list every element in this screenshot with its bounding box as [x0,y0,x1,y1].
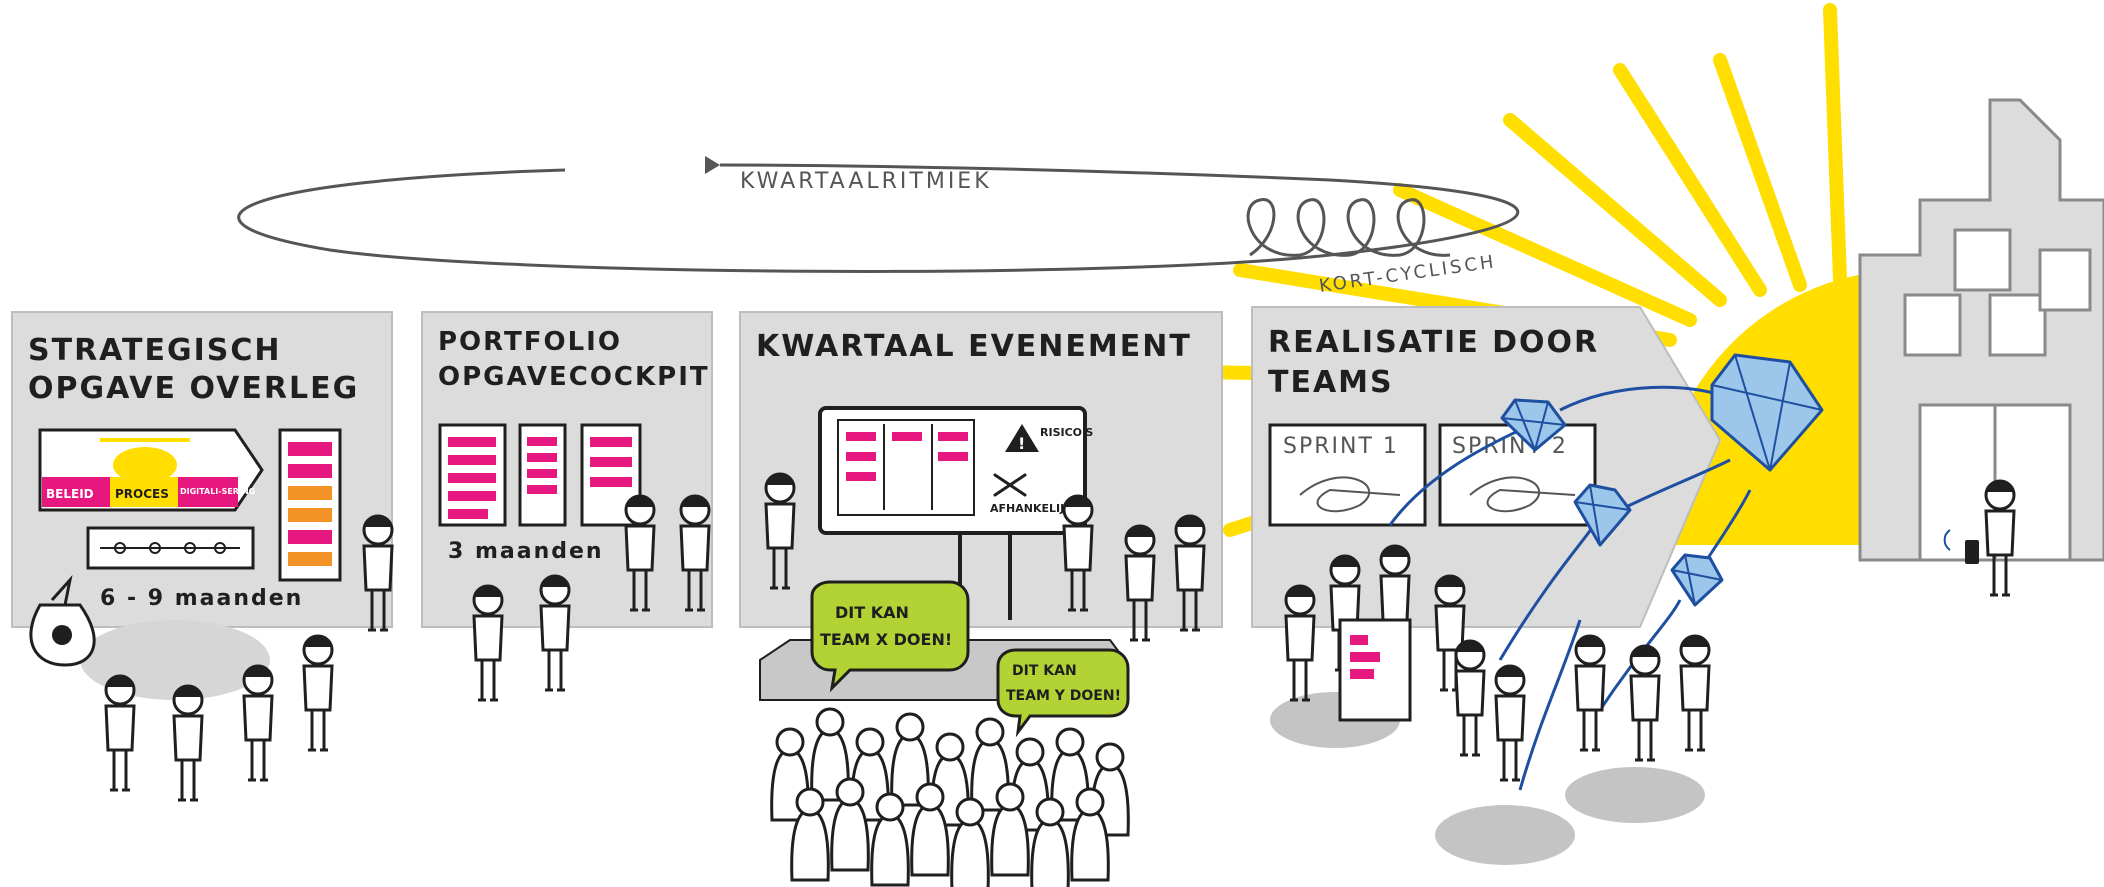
panel-portfolio-cockpit: PORTFOLIO OPGAVECOCKPIT 3 maanden [421,311,713,628]
panel-1-title-line1: STRATEGISCH [28,333,282,368]
diamond-icon [1500,353,1824,607]
short-cycle-label: KORT-CYCLISCH [1318,251,1498,297]
arrow-label-digitalisering: DIGITALI-SERING [180,487,255,496]
panel-2-duration: 3 maanden [448,539,604,564]
board-label-dependencies: AFHANKELIJK [990,502,1073,515]
sprint-1-label: SPRINT 1 [1283,434,1399,459]
panel-2-title-line2: OPGAVECOCKPIT [438,362,710,392]
arrow-label-proces: PROCES [115,487,169,501]
arrow-label-beleid: BELEID [46,487,94,501]
rhythm-label: KWARTAALRITMIEK [740,169,992,194]
bubble1-line2: TEAM X DOEN! [820,630,952,649]
crowd [770,707,1130,887]
panel-realisatie-teams: REALISATIE DOOR TEAMS SPRINT 1 SPRINT 2 [1251,306,1722,628]
speech-bubble-team-x: DIT KAN TEAM X DOEN! [810,580,970,693]
quarterly-rhythm-loop: KWARTAALRITMIEK KORT-CYCLISCH [237,156,1519,297]
person-with-phone [1943,479,2016,597]
speech-bubble-team-y: DIT KAN TEAM Y DOEN! [996,648,1130,738]
people-strategic [29,514,394,802]
phone-icon [1943,529,1979,564]
panel-1-title-line2: OPGAVE OVERLEG [28,371,359,406]
shuffle-icon [993,473,1027,497]
bubble2-line2: TEAM Y DOEN! [1006,688,1121,704]
panel-4-title-line2: TEAMS [1268,365,1394,400]
value-flow-lines [1388,385,1752,791]
bubble2-line1: DIT KAN [1012,663,1077,679]
panel-strategic-overleg: STRATEGISCH OPGAVE OVERLEG BELEID PROCES… [11,311,393,628]
panel-4-title-line1: REALISATIE DOOR [1268,325,1599,360]
house-icon [1858,98,2104,562]
panel-3-title: KWARTAAL EVENEMENT [756,329,1192,364]
panel-2-title-line1: PORTFOLIO [438,327,622,357]
panel-1-duration: 6 - 9 maanden [100,586,303,611]
short-cycle-curls [1246,198,1451,257]
svg-text:!: ! [1018,434,1025,453]
money-bag-icon [29,574,96,667]
board-label-risks: RISICO'S [1040,426,1093,439]
warning-icon: ! [1005,424,1039,453]
bubble1-line1: DIT KAN [835,603,909,622]
people-teams [1270,544,1711,865]
